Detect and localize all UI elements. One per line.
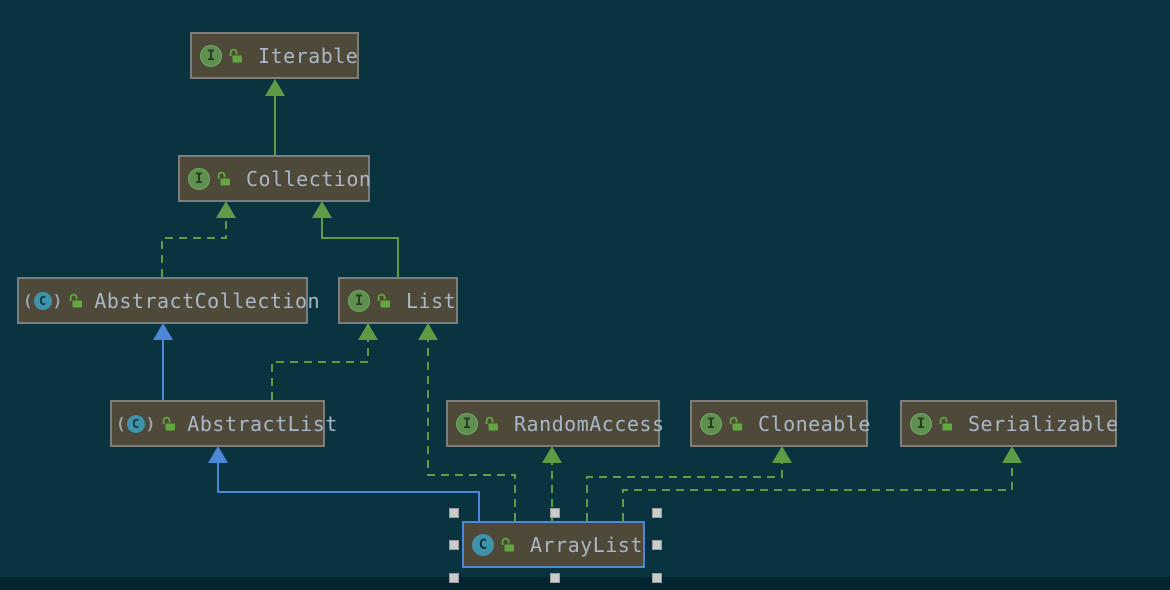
class-name: RandomAccess	[514, 411, 665, 436]
arrowhead-abstractlist-implements-list	[358, 323, 378, 340]
class-name: List	[406, 288, 457, 313]
class-name: ArrayList	[530, 532, 643, 557]
arrowhead-arraylist-implements-cloneable	[772, 446, 792, 463]
unlocked-icon	[217, 171, 230, 185]
edge-arraylist-implements-serializable[interactable]	[622, 461, 1013, 521]
unlocked-icon	[729, 416, 742, 430]
class-name: Cloneable	[758, 411, 871, 436]
class-name: AbstractCollection	[94, 288, 321, 313]
interface-icon: I	[188, 167, 210, 190]
unlocked-icon	[939, 416, 952, 430]
selection-handle-top-right[interactable]	[652, 508, 662, 518]
arrowhead-abstractlist-extends-abstractcollection	[153, 323, 173, 340]
class-name: Collection	[246, 166, 372, 191]
class-node-list[interactable]: I List	[338, 277, 458, 324]
class-node-serializable[interactable]: I Serializable	[900, 400, 1119, 447]
class-node-random-access[interactable]: I RandomAccess	[446, 400, 664, 447]
edge-list-extends-collection[interactable]	[321, 216, 399, 277]
unlocked-icon	[485, 416, 498, 430]
interface-icon: I	[700, 412, 722, 435]
unlocked-icon	[501, 537, 514, 551]
interface-icon: I	[200, 44, 222, 67]
edge-arraylist-extends-abstractlist[interactable]	[217, 461, 480, 521]
class-node-cloneable[interactable]: I Cloneable	[690, 400, 871, 447]
selection-handle-bottom-left[interactable]	[449, 573, 459, 583]
selection-handle-top-center[interactable]	[550, 508, 560, 518]
class-node-iterable[interactable]: I Iterable	[190, 32, 359, 79]
interface-icon: I	[910, 412, 932, 435]
arrowhead-arraylist-extends-abstractlist	[208, 446, 228, 463]
edge-abstractcollection-implements-collection[interactable]	[161, 216, 227, 277]
selection-handle-top-left[interactable]	[449, 508, 459, 518]
class-node-abstract-collection[interactable]: ( C ) AbstractCollection	[17, 277, 320, 324]
unlocked-icon	[377, 293, 390, 307]
arrowhead-list-extends-collection	[312, 201, 332, 218]
class-icon: C	[472, 533, 494, 556]
selection-handle-bottom-right[interactable]	[652, 573, 662, 583]
arrowhead-arraylist-implements-list	[418, 323, 438, 340]
selection-handle-mid-right[interactable]	[652, 540, 662, 550]
class-name: AbstractList	[187, 411, 338, 436]
arrowhead-collection-extends-iterable	[265, 79, 285, 96]
class-node-abstract-list[interactable]: ( C ) AbstractList	[110, 400, 337, 447]
abstract-class-icon: ( C )	[23, 290, 63, 310]
interface-icon: I	[348, 289, 370, 312]
arrowhead-arraylist-implements-serializable	[1002, 446, 1022, 463]
selection-handle-bottom-center[interactable]	[550, 573, 560, 583]
interface-icon: I	[456, 412, 478, 435]
arrowhead-abstractcollection-implements-collection	[216, 201, 236, 218]
class-name: Serializable	[968, 411, 1119, 436]
unlocked-icon	[229, 48, 242, 62]
edge-arraylist-implements-cloneable[interactable]	[586, 461, 783, 521]
edge-arraylist-implements-list[interactable]	[427, 338, 516, 521]
class-node-array-list[interactable]: C ArrayList	[449, 508, 662, 583]
arrowhead-arraylist-implements-randomaccess	[542, 446, 562, 463]
unlocked-icon	[69, 293, 83, 307]
selection-handle-mid-left[interactable]	[449, 540, 459, 550]
abstract-class-icon: ( C )	[116, 413, 156, 433]
unlocked-icon	[162, 416, 176, 430]
class-node-collection[interactable]: I Collection	[178, 155, 372, 202]
class-name: Iterable	[258, 43, 359, 68]
canvas-bottom-edge	[0, 577, 1170, 590]
edge-abstractlist-implements-list[interactable]	[271, 338, 369, 400]
